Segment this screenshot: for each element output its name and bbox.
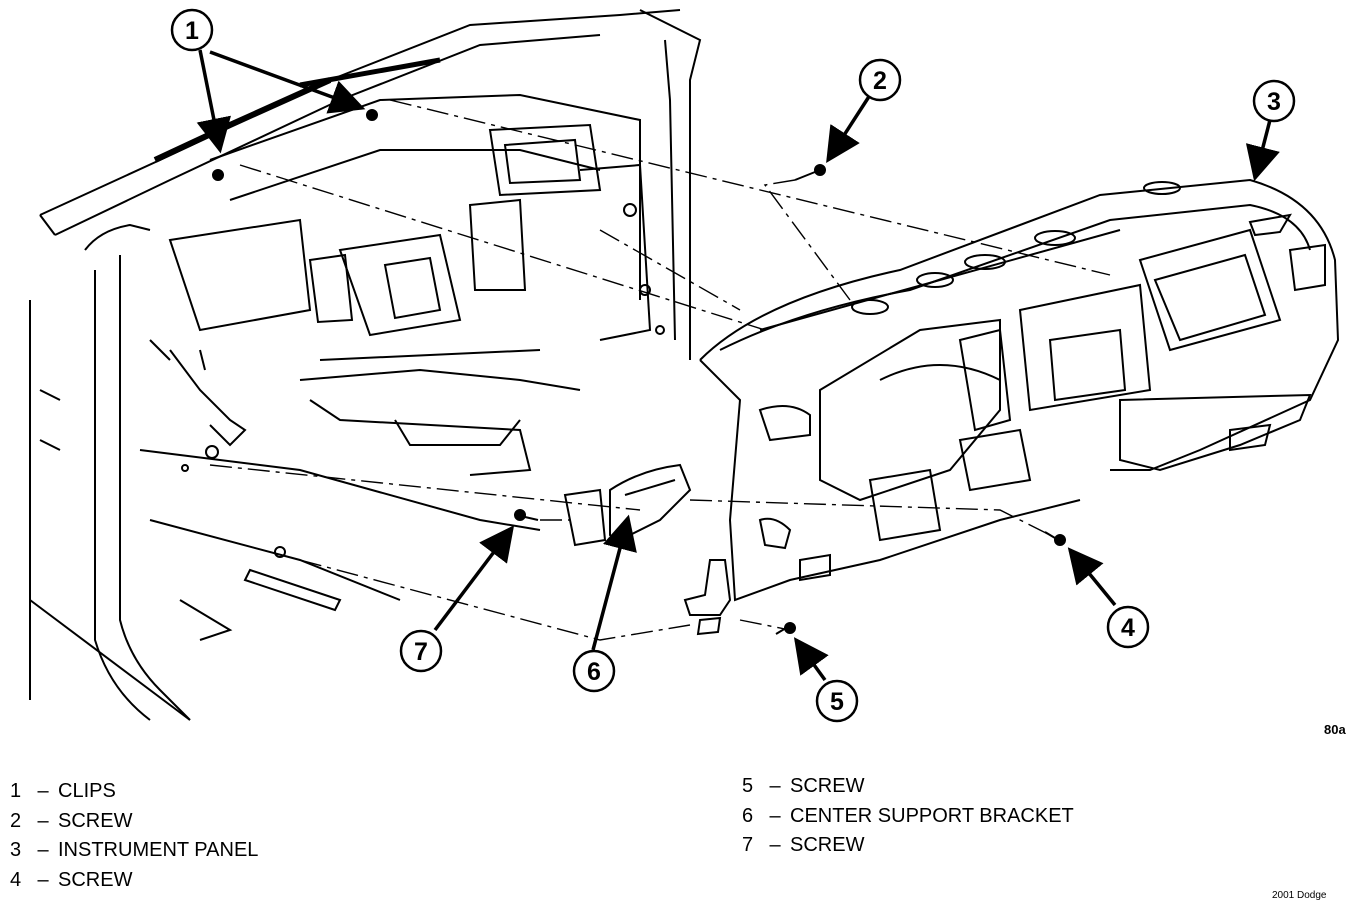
legend-text: SCREW <box>790 775 865 797</box>
figure-id-label: 80a <box>1324 722 1346 737</box>
legend-text: CENTER SUPPORT BRACKET <box>790 804 1074 827</box>
legend-dash: – <box>37 868 49 891</box>
callout-1: 1 <box>170 8 214 52</box>
callout-5-label: 5 <box>830 688 844 716</box>
legend-dash: – <box>769 804 781 827</box>
callout-5: 5 <box>815 679 859 723</box>
legend-dash: – <box>37 780 49 802</box>
callout-6-label: 6 <box>587 658 601 686</box>
instrument-panel-drawing <box>683 178 1340 636</box>
legend-item: 5–SCREW <box>742 772 1074 802</box>
legend-item: 3–INSTRUMENT PANEL <box>10 836 258 866</box>
legend-item: 6–CENTER SUPPORT BRACKET <box>742 802 1074 832</box>
callout-6: 6 <box>572 649 616 693</box>
leader-arrows <box>196 49 1280 682</box>
callout-4: 4 <box>1106 605 1150 649</box>
legend-number: 3 <box>10 839 22 861</box>
legend-number: 4 <box>10 868 22 891</box>
center-support-bracket-drawing <box>563 463 692 547</box>
legend-left-column: 1–CLIPS 2–SCREW 3–INSTRUMENT PANEL 4–SCR… <box>10 777 258 895</box>
callout-3-label: 3 <box>1267 88 1281 116</box>
legend-text: INSTRUMENT PANEL <box>58 839 259 861</box>
legend-item: 2–SCREW <box>10 807 258 837</box>
legend-number: 2 <box>10 809 22 832</box>
exploded-view-drawing: 1 2 3 4 5 6 7 <box>29 8 1340 723</box>
legend-dash: – <box>37 839 49 861</box>
figure-credit: 2001 Dodge <box>1272 890 1327 901</box>
callout-3: 3 <box>1252 79 1296 123</box>
legend-number: 5 <box>742 775 754 797</box>
callout-7-label: 7 <box>414 638 428 666</box>
legend-number: 1 <box>10 780 22 802</box>
legend-dash: – <box>769 834 781 856</box>
legend-dash: – <box>769 775 781 797</box>
legend-text: SCREW <box>58 868 133 891</box>
legend-item: 7–SCREW <box>742 831 1074 861</box>
fasteners <box>212 109 1066 635</box>
legend-text: SCREW <box>58 809 133 832</box>
legend-number: 6 <box>742 804 754 827</box>
clip-parts <box>212 109 378 181</box>
vehicle-cab-drawing <box>29 9 702 721</box>
callout-2-label: 2 <box>873 67 887 95</box>
screw-2-part <box>794 164 826 181</box>
screw-7-part <box>514 509 539 521</box>
legend-right-column: 5–SCREW 6–CENTER SUPPORT BRACKET 7–SCREW <box>742 772 1074 861</box>
legend-text: SCREW <box>790 834 865 856</box>
callout-7: 7 <box>399 629 443 673</box>
callout-4-label: 4 <box>1121 614 1135 642</box>
callout-1-label: 1 <box>185 17 199 45</box>
legend-item: 4–SCREW <box>10 866 258 896</box>
legend-text: CLIPS <box>58 780 116 802</box>
legend-number: 7 <box>742 834 754 856</box>
alignment-lines <box>209 99 1111 641</box>
callout-2: 2 <box>858 58 902 102</box>
legend-dash: – <box>37 809 49 832</box>
legend-item: 1–CLIPS <box>10 777 258 807</box>
